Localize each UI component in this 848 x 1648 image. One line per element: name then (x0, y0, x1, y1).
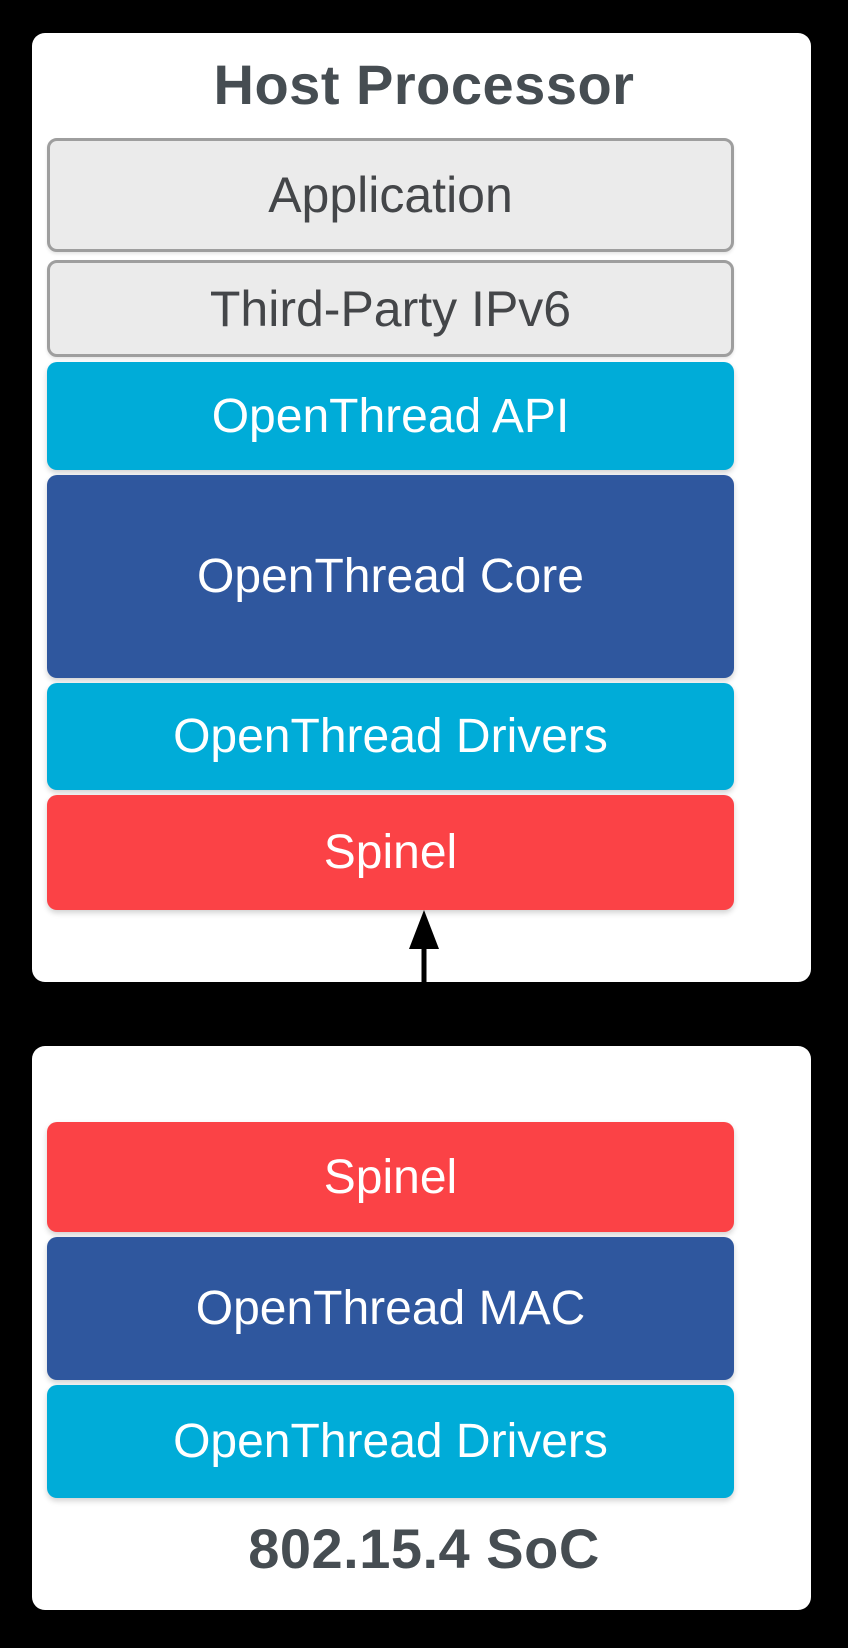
layer-openthread-mac-label: OpenThread MAC (195, 1282, 586, 1335)
layer-openthread-core-label: OpenThread Core (197, 550, 584, 603)
layer-openthread-drivers-soc: OpenThread Drivers (47, 1385, 734, 1498)
layer-spinel-host-label: Spinel (323, 826, 458, 879)
layer-spinel-soc: Spinel (47, 1122, 734, 1232)
layer-third-party-ipv6-label: Third-Party IPv6 (209, 280, 572, 337)
layer-openthread-drivers-host-label: OpenThread Drivers (173, 710, 608, 763)
layer-spinel-soc-label: Spinel (323, 1150, 458, 1204)
layer-openthread-mac: OpenThread MAC (47, 1237, 734, 1380)
soc-title: 802.15.4 SoC (248, 1517, 600, 1580)
layer-openthread-drivers-host: OpenThread Drivers (47, 683, 734, 790)
layer-openthread-api-label: OpenThread API (211, 389, 570, 443)
layer-openthread-drivers-soc-label: OpenThread Drivers (173, 1415, 608, 1468)
layer-openthread-api: OpenThread API (47, 362, 734, 470)
host-processor-title: Host Processor (213, 53, 635, 116)
layer-spinel-host: Spinel (47, 795, 734, 910)
layer-openthread-core: OpenThread Core (47, 475, 734, 678)
layer-application: Application (47, 138, 734, 252)
layer-third-party-ipv6: Third-Party IPv6 (47, 260, 734, 357)
layer-application-label: Application (268, 167, 513, 223)
